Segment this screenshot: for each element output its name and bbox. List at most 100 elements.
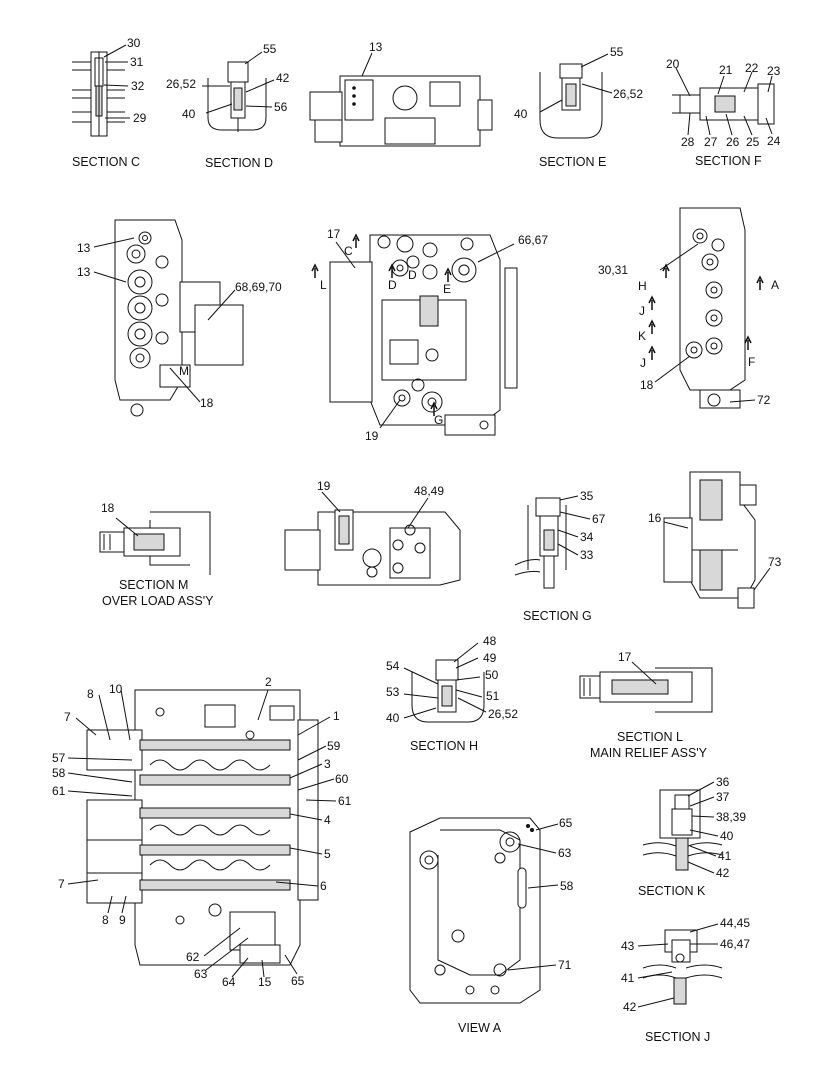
main-label-4: 10: [109, 682, 123, 696]
right-view-label-1: 30,31: [598, 263, 628, 277]
main-label-9: 59: [327, 739, 341, 753]
main-label-1: 2: [265, 675, 272, 689]
view-a-label-2: 63: [558, 846, 572, 860]
sec-c-label-4: 29: [133, 111, 147, 125]
right-view-label-3: A: [771, 278, 779, 292]
front-view-label-2: C: [344, 244, 353, 258]
left-view-label-4: M: [179, 364, 189, 378]
sec-f-label-2: 21: [719, 63, 733, 77]
section-l: 17 SECTION L MAIN RELIEF ASS'Y: [579, 650, 713, 760]
front-view-label-7: 66,67: [518, 233, 548, 247]
sec-j-label-4: 41: [621, 971, 635, 985]
main-label-2: 1: [333, 709, 340, 723]
section-h: 48 49 54 50 53 51 40 26,52 SECTION H: [386, 634, 518, 753]
side-view: 19 48,49: [284, 479, 461, 586]
right-view-label-6: J: [640, 356, 646, 370]
sec-f-label-6: 27: [704, 135, 718, 149]
sec-f-label-4: 23: [767, 64, 781, 78]
sec-c-label-2: 31: [130, 55, 144, 69]
front-view-label-3: L: [320, 278, 327, 292]
sec-d-label-4: 40: [182, 107, 196, 121]
main-label-19: 62: [186, 950, 200, 964]
front-view-label-6: E: [443, 282, 451, 296]
section-m-caption-2: OVER LOAD ASS'Y: [102, 594, 214, 608]
main-label-16: 6: [320, 879, 327, 893]
front-view: 17 C L D D E 66,67 19 G: [311, 227, 548, 443]
section-j-caption: SECTION J: [645, 1030, 710, 1044]
view-a-label-3: 58: [560, 879, 574, 893]
main-label-8: 61: [52, 784, 66, 798]
sec-b-label-1: 16: [648, 511, 662, 525]
main-label-13: 4: [324, 813, 331, 827]
sec-m-label-1: 18: [101, 501, 115, 515]
sec-h-label-3: 54: [386, 659, 400, 673]
main-label-22: 15: [258, 975, 272, 989]
main-label-20: 63: [194, 967, 208, 981]
sec-k-label-5: 41: [718, 849, 732, 863]
section-k-caption: SECTION K: [638, 884, 706, 898]
view-a-label-4: 71: [558, 958, 572, 972]
sec-b-label-2: 73: [768, 555, 782, 569]
sec-h-label-4: 50: [485, 668, 499, 682]
left-view-label-1: 13: [77, 241, 91, 255]
sec-l-label-1: 17: [618, 650, 632, 664]
main-section: 2 1 8 10 7 57 58 61 59 3 60 61 4 5 7 6 8…: [52, 675, 352, 989]
right-view-label-8: 18: [640, 378, 654, 392]
section-d: 55 26,52 42 40 56 SECTION D: [166, 42, 290, 170]
sec-h-label-2: 49: [483, 651, 497, 665]
front-view-label-1: 17: [327, 227, 341, 241]
sec-g-label-1: 35: [580, 489, 594, 503]
sec-d-label-1: 55: [263, 42, 277, 56]
sec-k-label-6: 42: [716, 866, 730, 880]
sec-c-label-3: 32: [131, 79, 145, 93]
front-view-label-8: 19: [365, 429, 379, 443]
left-view-label-3: 68,69,70: [235, 280, 282, 294]
main-label-15: 7: [58, 877, 65, 891]
sec-f-label-1: 20: [666, 57, 680, 71]
main-label-6: 57: [52, 751, 66, 765]
section-c-caption: SECTION C: [72, 155, 140, 169]
view-a: 65 63 58 71 VIEW A: [409, 816, 574, 1035]
section-c: 30 31 32 29 SECTION C: [72, 36, 147, 169]
section-k: 36 37 38,39 40 41 42 SECTION K: [638, 775, 746, 898]
section-l-caption-1: SECTION L: [617, 730, 683, 744]
sec-d-label-5: 56: [274, 100, 288, 114]
main-label-7: 58: [52, 766, 66, 780]
main-label-23: 65: [291, 974, 305, 988]
main-label-3: 8: [87, 687, 94, 701]
sec-d-label-2: 26,52: [166, 77, 196, 91]
main-label-14: 5: [324, 847, 331, 861]
right-view: 30,31 H A J K J F 18 72: [598, 207, 779, 409]
section-g-caption: SECTION G: [523, 609, 592, 623]
main-label-18: 9: [119, 913, 126, 927]
main-label-21: 64: [222, 975, 236, 989]
sec-f-label-9: 24: [767, 134, 781, 148]
sec-g-label-4: 33: [580, 548, 594, 562]
sec-f-label-3: 22: [745, 61, 759, 75]
sec-k-label-1: 36: [716, 775, 730, 789]
right-view-label-2: H: [638, 279, 647, 293]
front-view-label-5: D: [408, 268, 417, 282]
sec-g-label-2: 67: [592, 512, 606, 526]
sec-c-label-1: 30: [127, 36, 141, 50]
sec-f-label-7: 26: [726, 135, 740, 149]
sec-h-label-7: 40: [386, 711, 400, 725]
sec-h-label-8: 26,52: [488, 707, 518, 721]
section-e-caption: SECTION E: [539, 155, 606, 169]
sec-j-label-3: 46,47: [720, 937, 750, 951]
left-view: 13 13 68,69,70 M 18: [77, 219, 282, 417]
sec-j-label-5: 42: [623, 1000, 637, 1014]
section-j: 44,45 43 46,47 41 42 SECTION J: [621, 916, 750, 1044]
section-l-caption-2: MAIN RELIEF ASS'Y: [590, 746, 708, 760]
section-d-caption: SECTION D: [205, 156, 273, 170]
section-b: 16 73: [648, 471, 782, 609]
right-view-label-9: 72: [757, 393, 771, 407]
sec-e-label-1: 55: [610, 45, 624, 59]
section-g: 35 67 34 33 SECTION G: [514, 489, 606, 623]
sec-f-label-8: 25: [746, 135, 760, 149]
view-a-label-1: 65: [559, 816, 573, 830]
section-h-caption: SECTION H: [410, 739, 478, 753]
sec-j-label-2: 43: [621, 939, 635, 953]
